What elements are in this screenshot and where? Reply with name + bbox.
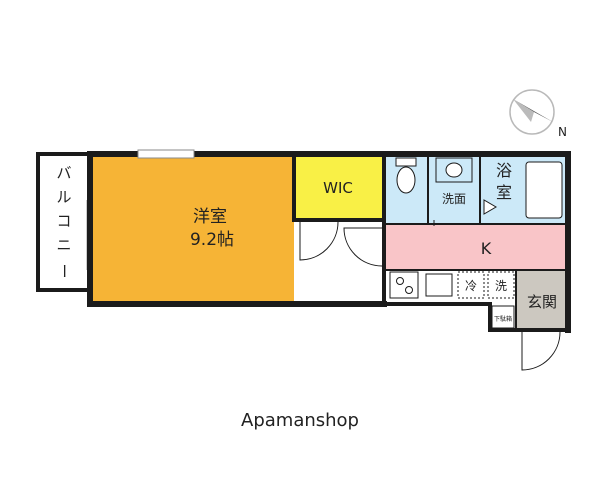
watermark: Apamanshop — [241, 410, 359, 431]
wic-label: WIC — [323, 179, 353, 197]
kitchen-label: K — [481, 239, 492, 258]
room-door-kitchen — [343, 227, 383, 267]
compass: N — [509, 89, 567, 139]
washer-label: 洗 — [495, 279, 507, 293]
kitchen-sink — [425, 273, 453, 297]
kitchen-area — [384, 224, 568, 270]
washroom-label: 洗面 — [442, 192, 466, 206]
toilet-tank — [395, 157, 417, 167]
western-room — [90, 154, 294, 304]
wic-room — [294, 154, 382, 220]
western-room-size: 9.2帖 — [190, 230, 234, 250]
toilet-bowl — [396, 166, 416, 194]
shoe-box-label: 下駄箱 — [494, 315, 512, 323]
balcony-char-2: ル — [56, 188, 71, 206]
fridge-space — [457, 271, 485, 299]
kitchen-fixtures — [389, 271, 515, 329]
bathroom-label-line2: 室 — [496, 183, 512, 202]
burner-1 — [396, 277, 404, 285]
bathtub — [525, 161, 563, 219]
front-door — [521, 331, 561, 371]
balcony-char-5: ー — [55, 263, 73, 278]
room-door-wic — [299, 221, 339, 261]
balcony-label: バ ル コ ニ ー — [55, 164, 73, 279]
compass-needle-north — [513, 99, 553, 122]
western-room-name: 洋室 — [193, 207, 227, 227]
room-doors — [299, 220, 561, 371]
partitions — [384, 154, 568, 330]
shoe-box — [491, 305, 515, 329]
burner-2 — [405, 286, 413, 294]
compass-needle-south — [513, 99, 534, 122]
washbasin — [435, 157, 473, 183]
balcony-char-4: ニ — [56, 236, 71, 254]
washer-space — [487, 271, 515, 299]
bath-door-arrow — [483, 199, 497, 215]
stove — [389, 271, 419, 299]
bathroom-label-line1: 浴 — [496, 161, 512, 180]
washbasin-bowl — [445, 162, 463, 178]
fridge-label: 冷 — [465, 279, 477, 293]
entrance-area — [516, 270, 568, 330]
toilet — [395, 157, 417, 194]
balcony-char-1: バ — [56, 164, 71, 182]
entrance-label: 玄関 — [527, 293, 557, 311]
room-window — [137, 149, 195, 159]
balcony-char-3: コ — [56, 212, 71, 230]
compass-north-label: N — [558, 125, 567, 139]
